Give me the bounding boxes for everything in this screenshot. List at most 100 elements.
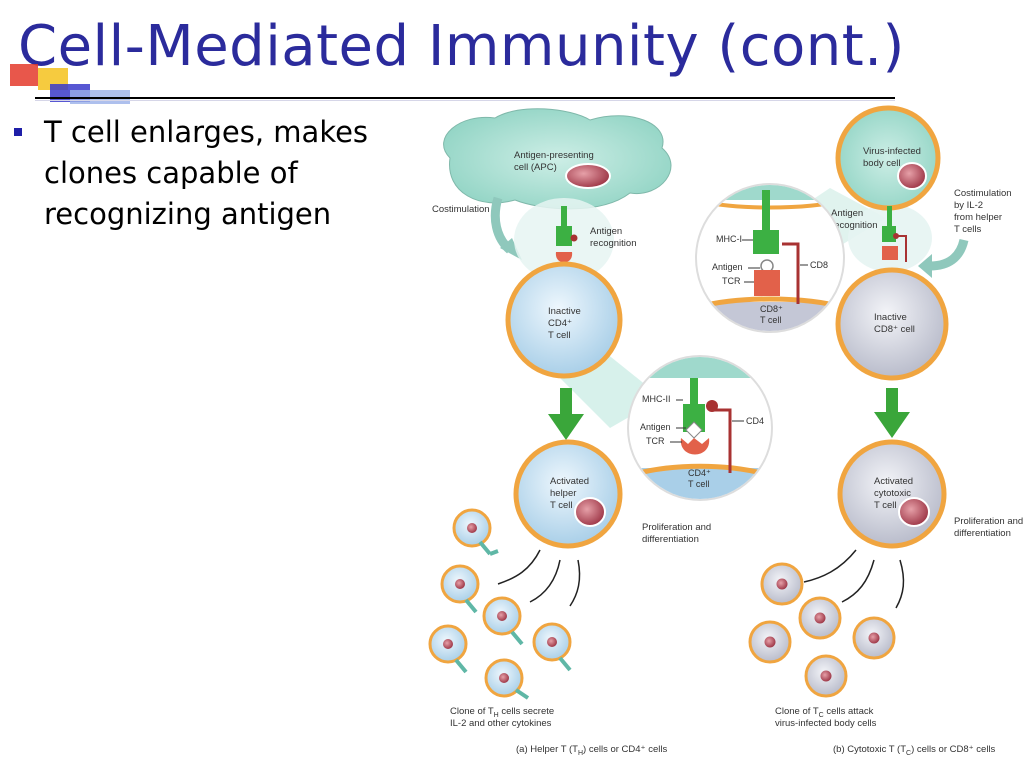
bullet-list: T cell enlarges, makes clones capable of… xyxy=(14,112,414,235)
deco-red-block xyxy=(10,64,38,86)
helper-zoom-mhc-block xyxy=(683,404,705,432)
infected-label-2: body cell xyxy=(863,158,901,169)
helper-activated-2: helper xyxy=(550,488,576,499)
helper-receptor-stem xyxy=(561,206,567,228)
cyto-tcr xyxy=(882,246,898,260)
helper-activated-1: Activated xyxy=(550,476,589,487)
helper-inactive-cell xyxy=(505,261,623,379)
helper-zoom-cd4-label: CD4 xyxy=(746,416,764,426)
cyto-zoom-tcr xyxy=(754,270,780,296)
cyto-clone-caption-1: Clone of TC cells attack xyxy=(775,706,874,719)
slide-title: Cell-Mediated Immunity (cont.) xyxy=(18,14,905,79)
helper-secretion-arrow xyxy=(464,598,478,614)
helper-secretion-arrow xyxy=(454,658,468,674)
cyto-zoom-circle xyxy=(695,183,845,333)
helper-prolif-arrow-3 xyxy=(569,559,581,607)
cyto-costim-arrowhead xyxy=(918,254,932,278)
helper-zoom-tcr xyxy=(680,438,710,455)
helper-costim-arrowhead xyxy=(500,238,522,260)
helper-down-arrow-1 xyxy=(548,388,584,440)
helper-zoom-cell-1: CD4⁺ xyxy=(688,468,711,478)
helper-prolif-1: Proliferation and xyxy=(642,522,711,533)
helper-secretion-arrow xyxy=(514,688,530,700)
cyto-prolif-arrow-3 xyxy=(895,559,905,609)
cyto-clone-nucleus xyxy=(814,612,826,624)
helper-panel-caption: (a) Helper T (TH) cells or CD4⁺ cells xyxy=(516,744,667,757)
infected-label-1: Virus-infected xyxy=(863,146,921,157)
helper-clone-caption-2: IL-2 and other cytokines xyxy=(450,718,552,729)
cyto-prolif-2: differentiation xyxy=(954,528,1011,539)
cyto-inactive-cell xyxy=(835,267,949,381)
helper-clone-nucleus xyxy=(455,579,465,589)
cyto-receptor-stem xyxy=(887,206,892,226)
cyto-down-arrow-1 xyxy=(874,388,910,438)
cyto-prolif-arrow-2 xyxy=(841,559,875,603)
helper-inactive-1: Inactive xyxy=(548,306,581,317)
cyto-costim-4: T cells xyxy=(954,224,982,235)
helper-clone-cells xyxy=(428,508,572,700)
cyto-zoom-mhc-label: MHC-I xyxy=(716,234,742,244)
helper-secretion-arrow xyxy=(478,540,499,556)
title-decoration xyxy=(10,64,895,104)
helper-clone-nucleus xyxy=(547,637,557,647)
cyto-receptor-block xyxy=(882,226,896,242)
cyto-clone-nucleus xyxy=(776,578,788,590)
helper-ag-recog-2: recognition xyxy=(590,238,636,249)
helper-ag-recog-1: Antigen xyxy=(590,226,622,237)
bullet-square-icon xyxy=(14,128,22,136)
helper-clone-nucleus xyxy=(467,523,477,533)
deco-underline-fade xyxy=(35,100,895,101)
helper-panel: Antigen-presenting cell (APC) Costimulat… xyxy=(428,108,711,757)
cyto-activated-nucleus xyxy=(898,497,930,527)
deco-underline xyxy=(35,97,895,99)
cyto-clone-caption-2: virus-infected body cells xyxy=(775,718,877,729)
helper-secretion-arrow xyxy=(510,630,524,646)
cyto-inactive-1: Inactive xyxy=(874,312,907,323)
apc-label-1: Antigen-presenting xyxy=(514,150,594,161)
apc-nucleus xyxy=(565,163,611,189)
helper-prolif-arrow-2 xyxy=(529,559,561,603)
cyto-activated-2: cytotoxic xyxy=(874,488,911,499)
helper-zoom-mhc-label: MHC-II xyxy=(642,394,671,404)
apc-label-2: cell (APC) xyxy=(514,162,557,173)
helper-clone-caption-1: Clone of TH cells secrete xyxy=(450,706,554,719)
helper-prolif-arrow-1 xyxy=(497,549,541,585)
cyto-ag-recog-1: Antigen xyxy=(831,208,863,219)
helper-activated-3: T cell xyxy=(550,500,573,511)
helper-clone-nucleus xyxy=(499,673,509,683)
cyto-ag-recog-2: recognition xyxy=(831,220,877,231)
cyto-costim-1: Costimulation xyxy=(954,188,1012,199)
cyto-zoom-cd8-label: CD8 xyxy=(810,260,828,270)
helper-clone-nucleus xyxy=(443,639,453,649)
helper-zoom-inset: MHC-II Antigen TCR CD4 CD4⁺ T cell xyxy=(627,355,773,501)
cyto-costim-2: by IL-2 xyxy=(954,200,983,211)
cyto-costim-3: from helper xyxy=(954,212,1002,223)
cyto-zoom-cell-1: CD8⁺ xyxy=(760,304,783,314)
helper-activated-nucleus xyxy=(574,497,606,527)
cyto-activated-1: Activated xyxy=(874,476,913,487)
cyto-zoom-antigen-label: Antigen xyxy=(712,262,743,272)
helper-prolif-2: differentiation xyxy=(642,534,699,545)
cyto-zoom-cell-2: T cell xyxy=(760,315,781,325)
helper-zoom-cell-2: T cell xyxy=(688,479,709,489)
apc-cell xyxy=(443,108,672,210)
helper-zoom-antigen-label: Antigen xyxy=(640,422,671,432)
helper-costim-label: Costimulation xyxy=(432,204,490,215)
helper-inactive-3: T cell xyxy=(548,330,571,341)
cyto-inactive-2: CD8⁺ cell xyxy=(874,324,915,335)
cyto-clone-nucleus xyxy=(820,670,832,682)
cyto-clone-cells xyxy=(748,562,896,698)
t-cell-diagram: Antigen-presenting cell (APC) Costimulat… xyxy=(428,105,1023,757)
helper-receptor-block xyxy=(556,226,572,246)
bullet-item: T cell enlarges, makes clones capable of… xyxy=(14,112,414,235)
cyto-clone-nucleus xyxy=(764,636,776,648)
cyto-antigen-dot xyxy=(893,233,899,239)
infected-cell-nucleus xyxy=(897,162,927,190)
cyto-zoom-mhc-stem xyxy=(762,190,770,232)
helper-tcr xyxy=(555,252,573,263)
cyto-activated-3: T cell xyxy=(874,500,897,511)
cyto-prolif-1: Proliferation and xyxy=(954,516,1023,527)
cyto-zoom-tcr-label: TCR xyxy=(722,276,741,286)
cyto-costim-arrow xyxy=(929,238,969,271)
helper-zoom-cd4-stem xyxy=(714,408,732,473)
